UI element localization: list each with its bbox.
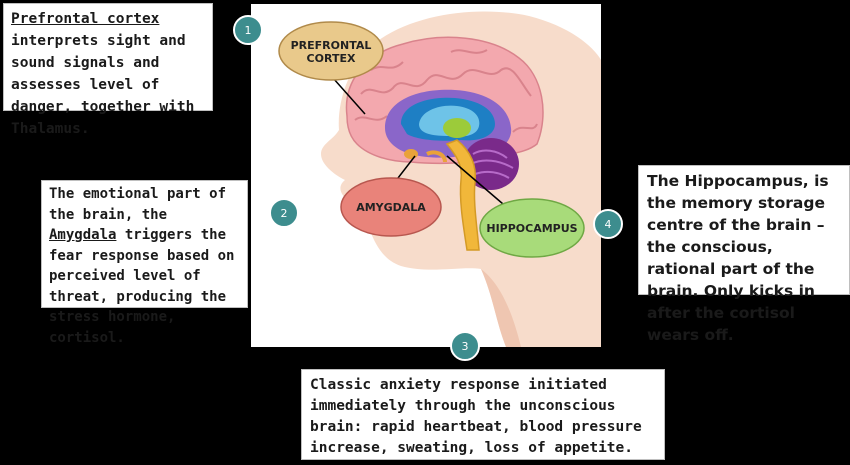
cerebellum: [463, 138, 519, 190]
amygdala-text-before: The emotional part of the brain, the: [49, 186, 227, 223]
step-badge-2: 2: [269, 198, 299, 228]
step-badge-1: 1: [233, 15, 263, 45]
gyri-texture: [354, 49, 538, 133]
anxiety-response-callout: Classic anxiety response initiated immed…: [301, 369, 665, 460]
amygdala-callout: The emotional part of the brain, the Amy…: [41, 180, 248, 346]
amygdala-label: AMYGDALA: [356, 201, 426, 214]
amygdala-label-bubble: [340, 177, 442, 237]
brain-head-svg: PREFRONTAL CORTEX AMYGDALA HIPPOCAMPUS: [278, 11, 601, 348]
prefrontal-cortex-description: interprets sight and sound signals and a…: [11, 33, 195, 137]
prefrontal-cortex-term: Prefrontal cortex: [11, 11, 160, 27]
hippocampus-callout: The Hippocampus, is the memory storage c…: [638, 165, 850, 344]
cerebellum-folds: [470, 149, 514, 179]
hippocampus-description: The Hippocampus, is the memory storage c…: [647, 172, 829, 344]
prefrontal-cortex-callout: Prefrontal cortex interprets sight and s…: [3, 3, 213, 137]
prefrontal-label-line2: CORTEX: [307, 52, 356, 65]
amygdala-text-after: triggers the fear response based on perc…: [49, 227, 235, 346]
amygdala-term: Amygdala: [49, 227, 117, 243]
hippocampus-label-bubble: [479, 198, 585, 258]
amygdala-structure: [404, 149, 418, 159]
hippocampus-label: HIPPOCAMPUS: [486, 222, 577, 235]
prefrontal-label-bubble: [278, 21, 384, 81]
thalamus: [443, 118, 471, 138]
brain-illustration: PREFRONTAL CORTEX AMYGDALA HIPPOCAMPUS: [251, 4, 601, 348]
brainstem: [445, 139, 480, 251]
step-badge-3: 3: [450, 331, 480, 361]
prefrontal-leader: [332, 77, 366, 115]
anxiety-response-text: Classic anxiety response initiated immed…: [310, 377, 642, 456]
step-badge-4: 4: [593, 209, 623, 239]
hippocampus-structure: [426, 150, 447, 163]
neck-shadow: [481, 269, 521, 347]
prefrontal-label-line1: PREFRONTAL: [291, 39, 372, 52]
hippocampus-leader: [446, 155, 504, 205]
